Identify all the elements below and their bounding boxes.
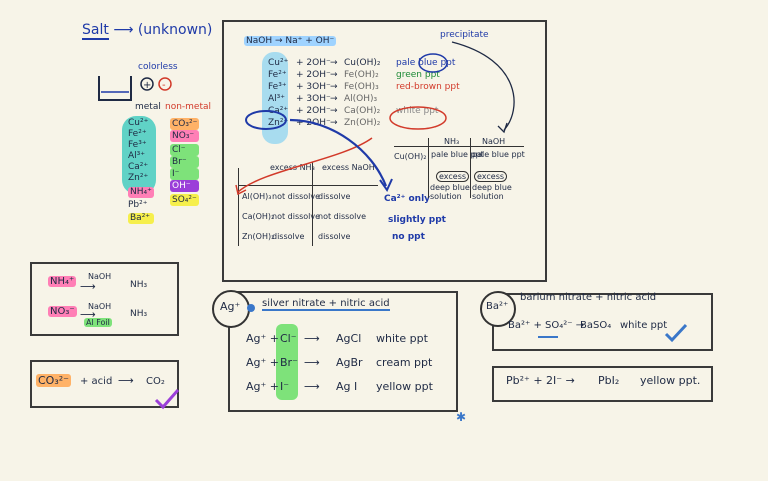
title-unknown: (unknown) [138, 22, 213, 38]
ag-row-product: AgBr [336, 356, 363, 369]
nh4-product: NH₃ [130, 280, 147, 290]
ag-reagent: silver nitrate + nitric acid [262, 298, 390, 309]
ag-ion: Ag⁺ [220, 300, 240, 313]
nh4-ion: NH₄⁺ [48, 276, 76, 287]
ag-row-result: cream ppt [376, 356, 432, 369]
cation-item: Pb²⁺ [128, 200, 154, 211]
metal-label: metal [135, 102, 161, 112]
title-salt: Salt [82, 22, 109, 40]
pb-equation: Pb²⁺ + 2I⁻ → [506, 374, 575, 387]
ba-equation: Ba²⁺ + SO₄²⁻ → [508, 320, 584, 331]
arrow-right-icon: ⟶ [304, 356, 320, 369]
ba-product: BaSO₄ [580, 320, 611, 331]
ag-row-halide: Br⁻ [280, 356, 298, 369]
ag-row-halide: Cl⁻ [280, 332, 297, 345]
cation-item: Fe³⁺ [128, 140, 154, 151]
ag-reagent-text: silver nitrate + nitric acid [262, 298, 390, 311]
no3-reagent-foil: Al Foil [84, 318, 112, 327]
no3-product: NH₃ [130, 309, 147, 319]
ag-row-halide: I⁻ [280, 380, 289, 393]
checkmark-icon [154, 388, 180, 410]
ba-reagent: barium nitrate + nitric acid [520, 292, 656, 303]
cation-item: Cu²⁺ [128, 118, 154, 129]
co3-ion: CO₃²⁻ [36, 374, 71, 387]
pb-result: yellow ppt. [640, 374, 700, 387]
arrow-right-icon: ⟶ [304, 332, 320, 345]
anion-item: Cl⁻ [170, 144, 199, 156]
svg-text:+: + [143, 80, 151, 91]
co3-product: CO₂ [146, 376, 165, 387]
arrow-right-icon: ⟶ [113, 22, 133, 38]
cation-item: Fe²⁺ [128, 129, 154, 140]
anion-item: NO₃⁻ [170, 130, 199, 142]
anion-item: SO₄²⁻ [170, 194, 199, 206]
title: Salt ⟶ (unknown) [82, 22, 212, 38]
pb-product: PbI₂ [598, 374, 619, 387]
beaker-icon: + - [95, 70, 185, 106]
ag-row-ion: Ag⁺ + [246, 380, 279, 393]
ag-row-ion: Ag⁺ + [246, 332, 279, 345]
no3-ion: NO₃⁻ [48, 306, 77, 317]
ba-ion: Ba²⁺ [486, 301, 508, 312]
ag-row-product: Ag I [336, 380, 357, 393]
cation-item: Ca²⁺ [128, 162, 154, 173]
naoh-arrows [222, 20, 543, 278]
svg-text:-: - [162, 80, 166, 91]
arrow-right-icon: ⟶ [80, 280, 96, 293]
ag-row-result: yellow ppt [376, 380, 433, 393]
cation-list: Cu²⁺ Fe²⁺ Fe³⁺ Al³⁺ Ca²⁺ Zn²⁺ NH₄⁺ Pb²⁺ … [128, 118, 154, 224]
anion-item: Br⁻ [170, 156, 199, 168]
arrow-right-icon: ⟶ [118, 374, 134, 387]
cation-item: NH₄⁺ [128, 187, 154, 198]
checkmark-icon [664, 322, 688, 344]
co3-acid: + acid [80, 376, 112, 387]
non-metal-label: non-metal [165, 102, 211, 112]
pen-mark-icon: ✱ [456, 410, 466, 424]
cation-item: Ba²⁺ [128, 213, 154, 224]
ag-row-product: AgCl [336, 332, 361, 345]
anion-list: CO₃²⁻ NO₃⁻ Cl⁻ Br⁻ I⁻ OH⁻ SO₄²⁻ [170, 118, 199, 206]
ag-row-result: white ppt [376, 332, 428, 345]
ag-row-ion: Ag⁺ + [246, 356, 279, 369]
ba-result: white ppt [620, 320, 667, 331]
arrow-right-icon: ⟶ [304, 380, 320, 393]
anion-item: OH⁻ [170, 180, 199, 192]
ag-dot [247, 304, 255, 312]
cation-item: Al³⁺ [128, 151, 154, 162]
cation-item: Zn²⁺ [128, 173, 154, 184]
so4-underline [538, 336, 558, 338]
anion-item: I⁻ [170, 168, 199, 180]
anion-item: CO₃²⁻ [170, 118, 199, 130]
